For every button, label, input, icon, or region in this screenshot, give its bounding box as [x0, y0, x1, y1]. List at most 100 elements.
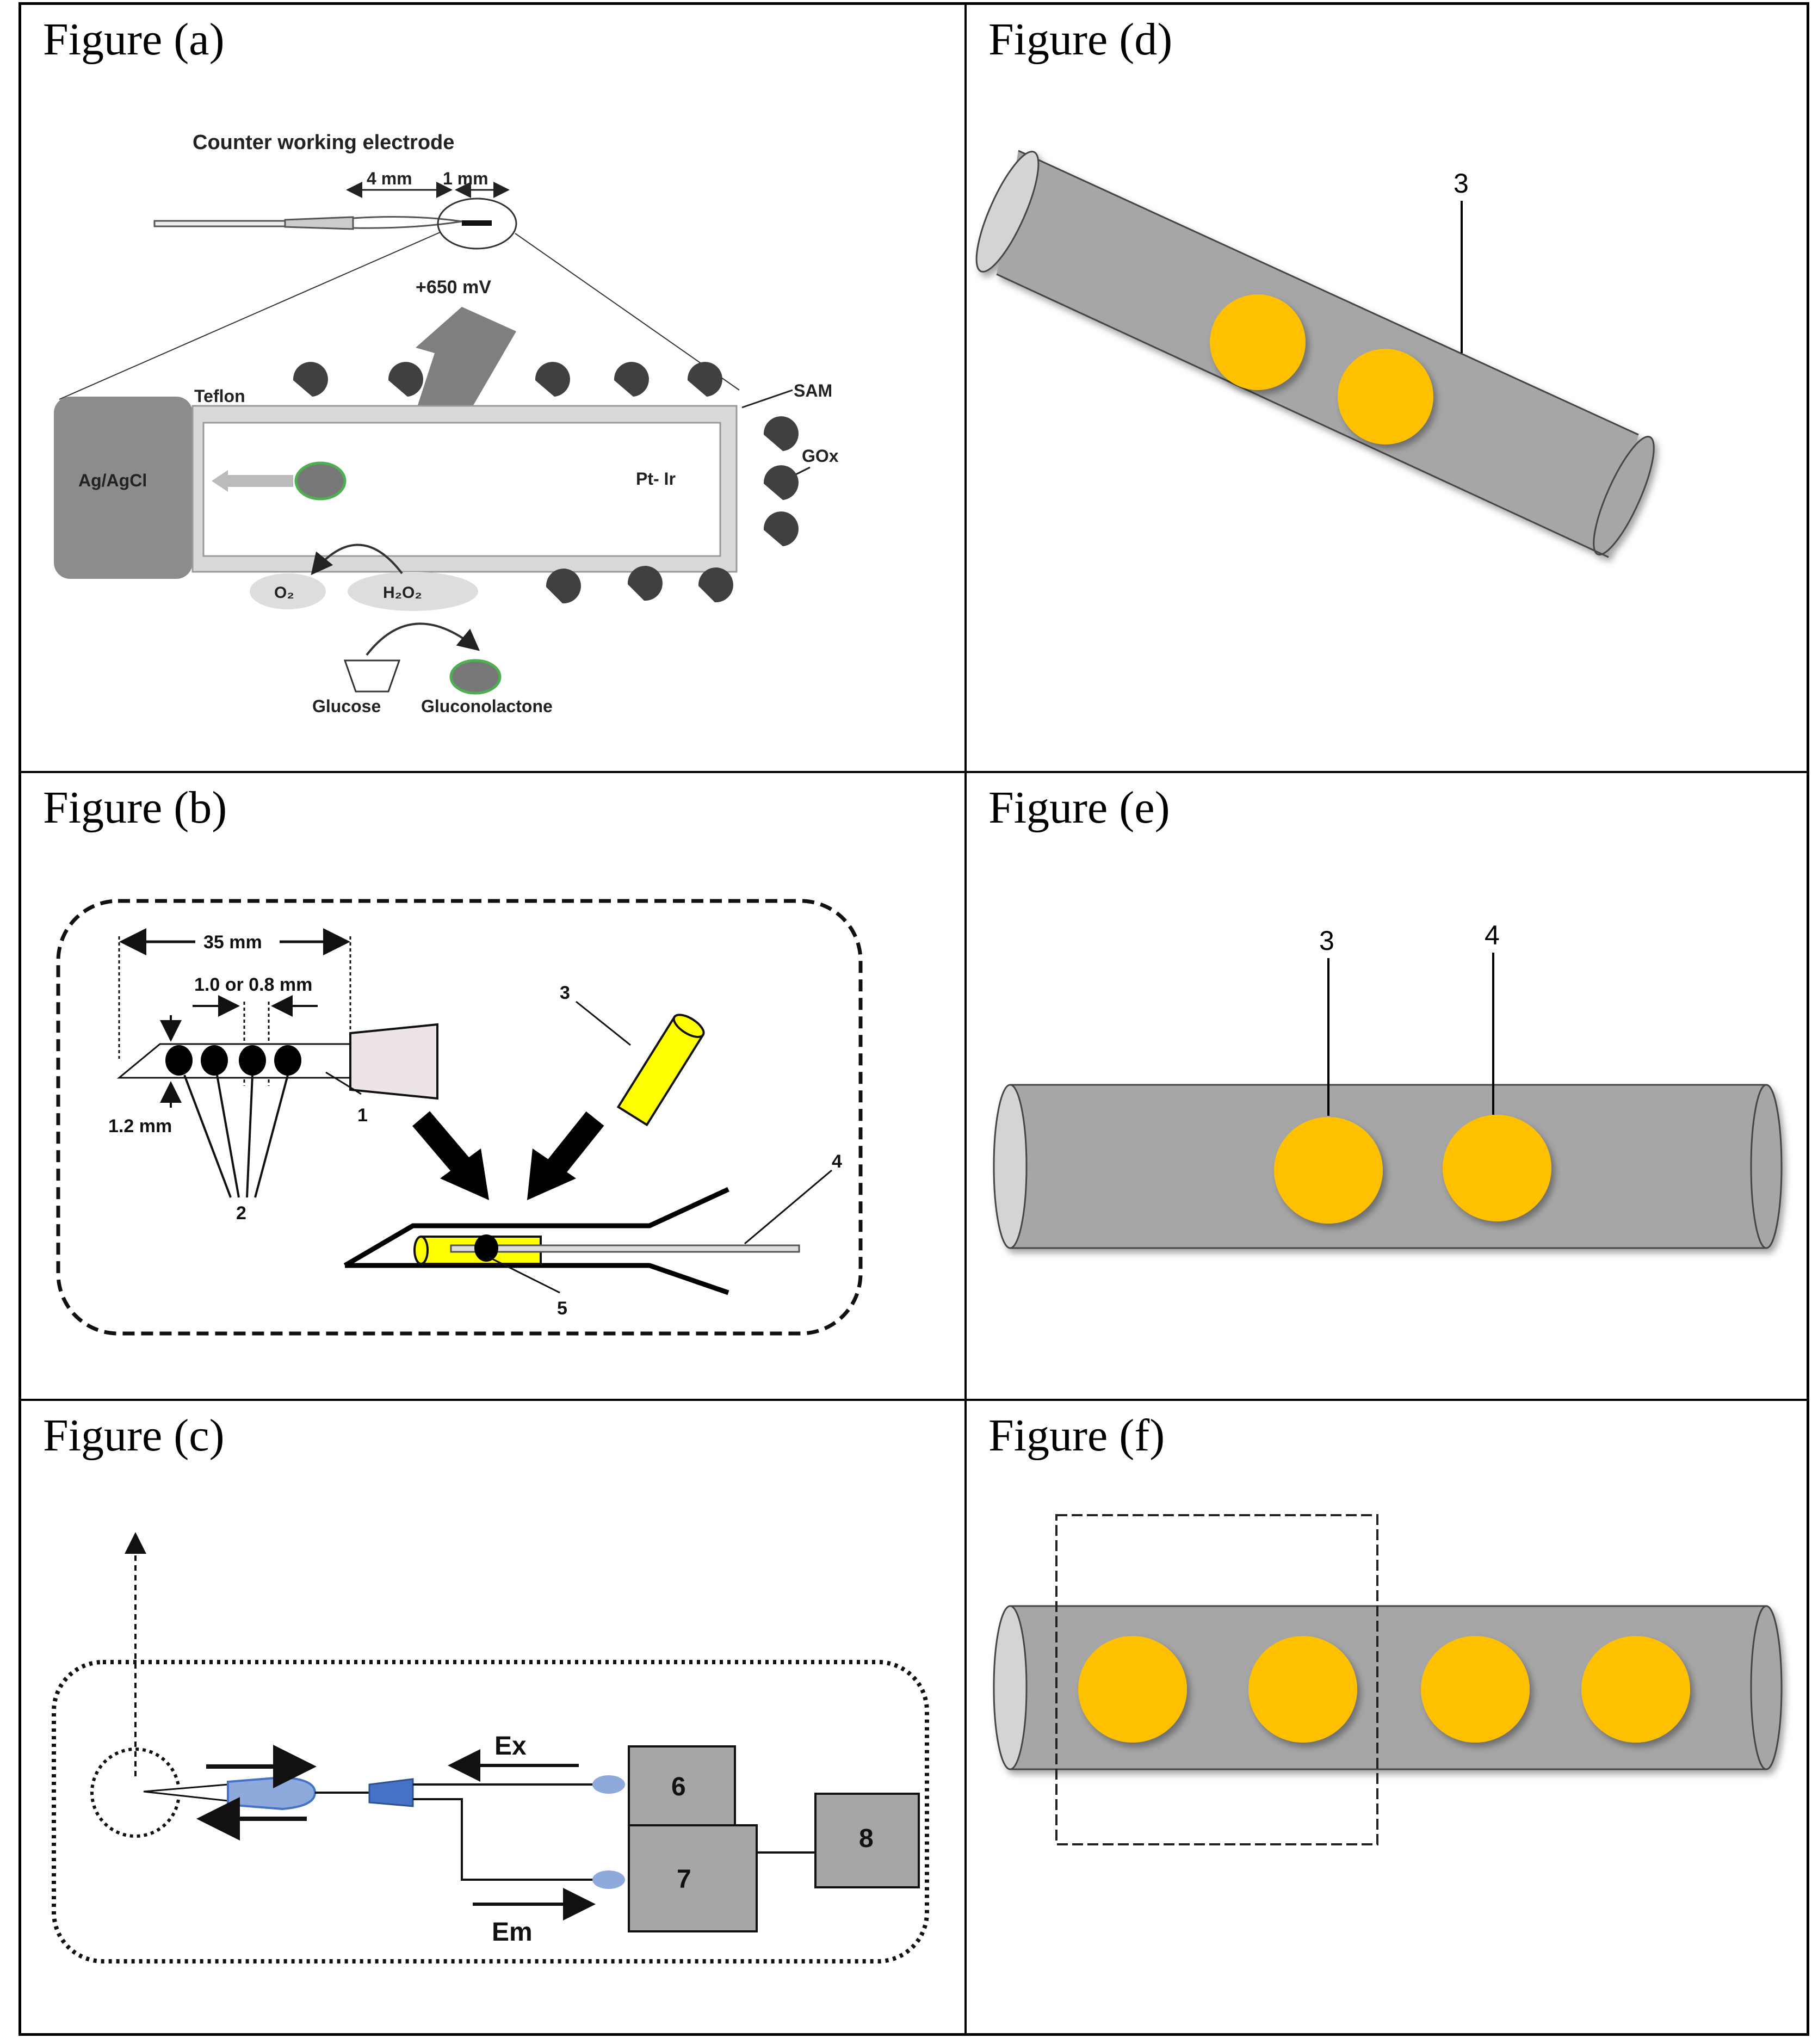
- gox-enzymes-bottom: [546, 566, 733, 604]
- gold-sensor-spot-4: [1581, 1636, 1690, 1743]
- dim-35mm-label: 35 mm: [203, 932, 262, 953]
- electrode-tip: [462, 220, 492, 226]
- figure-grid: Figure (a) Counter working electrode 4 m…: [18, 2, 1809, 2036]
- box-7: [628, 1824, 758, 1932]
- o2-label: O₂: [274, 584, 294, 602]
- label-3: 3: [1319, 925, 1334, 956]
- needle-body: [116, 1043, 351, 1079]
- glucose-icon: [343, 659, 401, 693]
- dim-12mm-label: 1.2 mm: [108, 1116, 172, 1137]
- needle-body: [284, 216, 354, 230]
- label-3: 3: [560, 983, 570, 1003]
- assembly-tube-end: [413, 1236, 429, 1265]
- coupler: [368, 1778, 414, 1807]
- sam-leader: [741, 389, 793, 409]
- panel-e-diagram: 3 4: [993, 920, 1783, 1249]
- teflon-label: Teflon: [194, 386, 245, 406]
- glucose-reaction-arrow: [366, 622, 480, 656]
- yellow-tube: [616, 1014, 705, 1127]
- gluconolactone-label: Gluconolactone: [421, 696, 553, 716]
- electron-molecule: [294, 461, 347, 501]
- selection-dashed-box: [1055, 1514, 1378, 1845]
- cylinder-tilted: [975, 150, 1655, 558]
- panel-d-diagram: 3: [975, 150, 1655, 558]
- label-1-leader: [325, 1071, 362, 1095]
- h2o2-to-o2-arrow: [311, 544, 403, 576]
- assembly-sensor-dot: [474, 1234, 498, 1262]
- probe-connector: [227, 1776, 317, 1811]
- panel-b-diagram: 35 mm 1.0 or 0.8 mm 1.2 mm: [56, 899, 863, 1336]
- glucose-label: Glucose: [312, 696, 381, 716]
- needle-hub: [349, 1023, 438, 1100]
- h2o2-blob: [348, 572, 478, 611]
- cylinder-horizontal: [993, 1084, 1783, 1249]
- panel-e: Figure (e) 3 4: [967, 773, 1807, 1399]
- assembly-needle: [450, 1244, 800, 1253]
- grid-divider-vertical: [964, 5, 967, 2033]
- panel-b: Figure (b) 35 mm 1.0 or 0.8 mm: [21, 773, 964, 1399]
- panel-f-diagram: [993, 1514, 1783, 1845]
- merge-arrow-left: [412, 1111, 489, 1200]
- panel-d: Figure (d) 3: [967, 5, 1807, 771]
- gold-sensor-spot-3: [1421, 1636, 1530, 1743]
- gox-enzymes-top: [293, 362, 722, 397]
- box-6: [628, 1745, 736, 1826]
- gluconolactone-molecule: [449, 659, 502, 695]
- label-4: 4: [832, 1151, 842, 1172]
- ex-label: Ex: [494, 1732, 527, 1761]
- label-3: 3: [1454, 168, 1469, 199]
- label-5-leader: [488, 1256, 560, 1294]
- sensor-dots: [165, 1045, 301, 1076]
- voltage-label: +650 mV: [416, 277, 491, 298]
- panel-c: Figure (c) Ex Em: [21, 1401, 964, 2033]
- box-8: [814, 1793, 920, 1888]
- panel-c-diagram: Ex Em 6 7 8: [52, 1532, 929, 1963]
- assembly-frame: [343, 1187, 729, 1295]
- panel-c-title: Figure (c): [43, 1410, 225, 1461]
- panel-b-title: Figure (b): [43, 782, 227, 833]
- merge-arrow-right: [527, 1111, 604, 1200]
- o2-blob: [250, 573, 326, 609]
- label-4-leader: [744, 1169, 832, 1245]
- zoom-circle: [437, 197, 517, 250]
- label-3-leader: [576, 1001, 631, 1046]
- panel-a-title: Figure (a): [43, 14, 225, 65]
- label-5: 5: [557, 1298, 567, 1319]
- gold-sensor-spot-1: [1078, 1636, 1187, 1743]
- ptir-core: [202, 422, 721, 557]
- agcl-electrode: [54, 397, 193, 579]
- gold-sensor-spot-3: [1274, 1117, 1383, 1224]
- panel-d-title: Figure (d): [988, 14, 1173, 65]
- em-label: Em: [492, 1918, 533, 1947]
- panel-a-diagram: Counter working electrode 4 mm 1 mm +650…: [54, 131, 839, 716]
- box-6-label: 6: [671, 1773, 686, 1801]
- gold-sensor-spot-2: [1338, 349, 1433, 444]
- box-7-label: 7: [677, 1865, 691, 1894]
- needle-shaft: [153, 220, 286, 227]
- agcl-label: Ag/AgCl: [78, 471, 147, 490]
- panel-f: Figure (f): [967, 1401, 1807, 2033]
- box-8-label: 8: [859, 1824, 874, 1853]
- dim-spacing-label: 1.0 or 0.8 mm: [194, 974, 312, 995]
- gox-label: GOx: [802, 446, 839, 466]
- label-2-leaders: [183, 1075, 289, 1198]
- em-fiber: [413, 1798, 595, 1881]
- electrode-label: Counter working electrode: [193, 131, 454, 154]
- label-2: 2: [236, 1203, 246, 1224]
- ptir-label: Pt- Ir: [636, 469, 676, 489]
- gold-sensor-spot-1: [1210, 294, 1306, 390]
- dim-1mm-label: 1 mm: [443, 169, 488, 188]
- panel-f-title: Figure (f): [988, 1410, 1165, 1461]
- grid-divider-row2: [21, 1399, 1807, 1401]
- label-4: 4: [1485, 920, 1500, 950]
- gold-sensor-spot-4: [1443, 1115, 1551, 1221]
- ex-connector: [592, 1775, 625, 1794]
- probe-tip: [143, 1783, 229, 1802]
- needle-tip: [352, 216, 462, 229]
- dotted-enclosure: [52, 1660, 929, 1963]
- zoom-line-left: [59, 232, 441, 400]
- gox-enzymes-right: [763, 416, 799, 546]
- electron-arrowhead: [212, 470, 228, 492]
- em-connector: [592, 1870, 625, 1889]
- grid-divider-row1: [21, 771, 1807, 773]
